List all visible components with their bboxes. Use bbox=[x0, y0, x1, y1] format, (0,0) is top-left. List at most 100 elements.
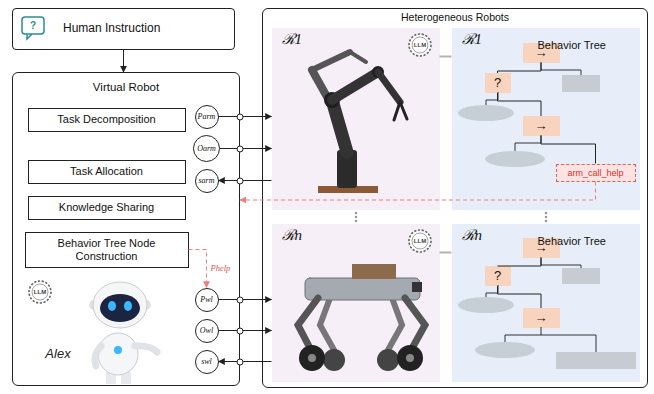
wheeled-robot bbox=[320, 298, 334, 350]
connectors bbox=[124, 50, 596, 362]
label-holder: ? bbox=[30, 20, 36, 31]
node-text: → bbox=[535, 119, 548, 133]
llm-icon bbox=[29, 34, 431, 303]
connector-arrow bbox=[123, 50, 124, 72]
node-text: Virtual Robot bbox=[13, 80, 239, 94]
action-placeholder bbox=[562, 75, 600, 92]
ellipsis-dots bbox=[545, 216, 548, 219]
label-holder: LLM bbox=[414, 238, 426, 245]
module-box: Behavior Tree Node Construction bbox=[25, 232, 189, 268]
condition-node bbox=[485, 151, 545, 167]
robot-arm bbox=[312, 52, 350, 70]
action-placeholder bbox=[556, 352, 636, 369]
wheeled-robot bbox=[352, 264, 396, 279]
robot-arm bbox=[312, 70, 340, 120]
port-circle bbox=[237, 114, 243, 365]
module-box: Task Allocation bbox=[28, 160, 186, 184]
tree-static bbox=[486, 62, 596, 352]
port-circle bbox=[237, 114, 243, 120]
tree-static bbox=[541, 257, 581, 268]
port-circle bbox=[237, 146, 243, 152]
robot-arm bbox=[312, 52, 407, 193]
chat-icon bbox=[27, 34, 32, 39]
condition-node bbox=[458, 105, 514, 121]
robot-arm bbox=[372, 66, 384, 78]
wheeled-robot bbox=[388, 298, 402, 350]
wheeled-robot bbox=[299, 345, 325, 371]
chat-icon bbox=[22, 17, 44, 39]
module-box: Knowledge Sharing bbox=[28, 196, 186, 220]
node-text: ? bbox=[494, 269, 501, 283]
virtual-robot-panel: Virtual RobotTask DecompositionTask Allo… bbox=[12, 72, 240, 386]
wheeled-robot bbox=[397, 345, 423, 371]
behavior-tree-panel: ℛnBehavior Tree→?→ bbox=[452, 224, 640, 382]
chat-icon bbox=[22, 17, 44, 34]
condition-node bbox=[475, 342, 535, 358]
node-text: → bbox=[535, 241, 548, 255]
node-text: Task Decomposition bbox=[57, 113, 155, 126]
node-text: ? bbox=[494, 76, 501, 90]
ellipsis-dots bbox=[355, 220, 358, 223]
alex-robot bbox=[108, 301, 116, 311]
tree-static bbox=[505, 327, 541, 342]
sequence-node: → bbox=[523, 308, 560, 328]
tree-branch bbox=[498, 63, 542, 73]
node-text: Oarm bbox=[197, 144, 216, 153]
llm-icon bbox=[32, 284, 48, 300]
instruction-box: Human Instruction bbox=[12, 8, 235, 50]
llm-icon bbox=[409, 34, 431, 56]
robot-arm bbox=[394, 102, 400, 120]
ellipsis-dots bbox=[355, 212, 358, 215]
tree-branch bbox=[541, 136, 596, 164]
module-box: Task Decomposition bbox=[28, 108, 186, 132]
tree-static bbox=[486, 92, 498, 105]
tree-static bbox=[541, 335, 596, 352]
node-text: arm_call_help bbox=[567, 168, 623, 178]
wheeled-robot bbox=[298, 264, 425, 371]
tree-static bbox=[541, 62, 581, 75]
node-text: Behavior Tree Node Construction bbox=[26, 237, 188, 263]
connector-arrow bbox=[219, 361, 272, 362]
condition-node bbox=[458, 297, 514, 313]
robots-panel: Heterogeneous Robotsℛ1ℛ1Behavior Tree→?→… bbox=[262, 8, 648, 388]
signal-circle: Pwl bbox=[195, 288, 219, 312]
port-circle bbox=[237, 178, 243, 184]
signal-circle: Parm bbox=[195, 105, 219, 129]
llm-icon bbox=[29, 281, 51, 303]
annotation: LLM bbox=[414, 42, 426, 49]
connector-arrow bbox=[220, 148, 272, 149]
fallback-node: ? bbox=[485, 73, 511, 93]
tree-branch bbox=[498, 286, 542, 308]
signal-circle: sarm bbox=[195, 169, 219, 193]
tree-static bbox=[515, 135, 541, 151]
label-holder: Alex bbox=[45, 346, 70, 361]
label-holder: LLM bbox=[34, 289, 46, 296]
wheeled-robot bbox=[323, 349, 345, 371]
alex-robot bbox=[114, 346, 122, 354]
annotation: LLM bbox=[34, 289, 46, 296]
robot-arm bbox=[324, 92, 340, 108]
connector-arrow bbox=[440, 56, 452, 58]
alex-robot bbox=[89, 300, 99, 310]
alex-robot bbox=[98, 333, 138, 375]
node-heading: Behavior Tree bbox=[538, 39, 654, 52]
tree-branch bbox=[498, 93, 542, 116]
ellipsis-dots bbox=[545, 220, 548, 223]
label-holder: Phelp bbox=[211, 263, 231, 273]
robot-panel: ℛn bbox=[272, 224, 440, 382]
connector-arrow bbox=[219, 330, 272, 331]
node-text: sarm bbox=[198, 176, 214, 185]
annotation: LLM bbox=[414, 238, 426, 245]
node-text: swl bbox=[201, 357, 212, 366]
signal-circle: Owl bbox=[195, 319, 219, 343]
signal-circle: Oarm bbox=[193, 135, 220, 162]
wheeled-robot bbox=[308, 354, 316, 362]
alex-robot bbox=[106, 372, 116, 384]
tree-branch bbox=[498, 258, 542, 266]
robot-arm bbox=[378, 72, 400, 102]
ellipsis-dots bbox=[355, 212, 548, 223]
